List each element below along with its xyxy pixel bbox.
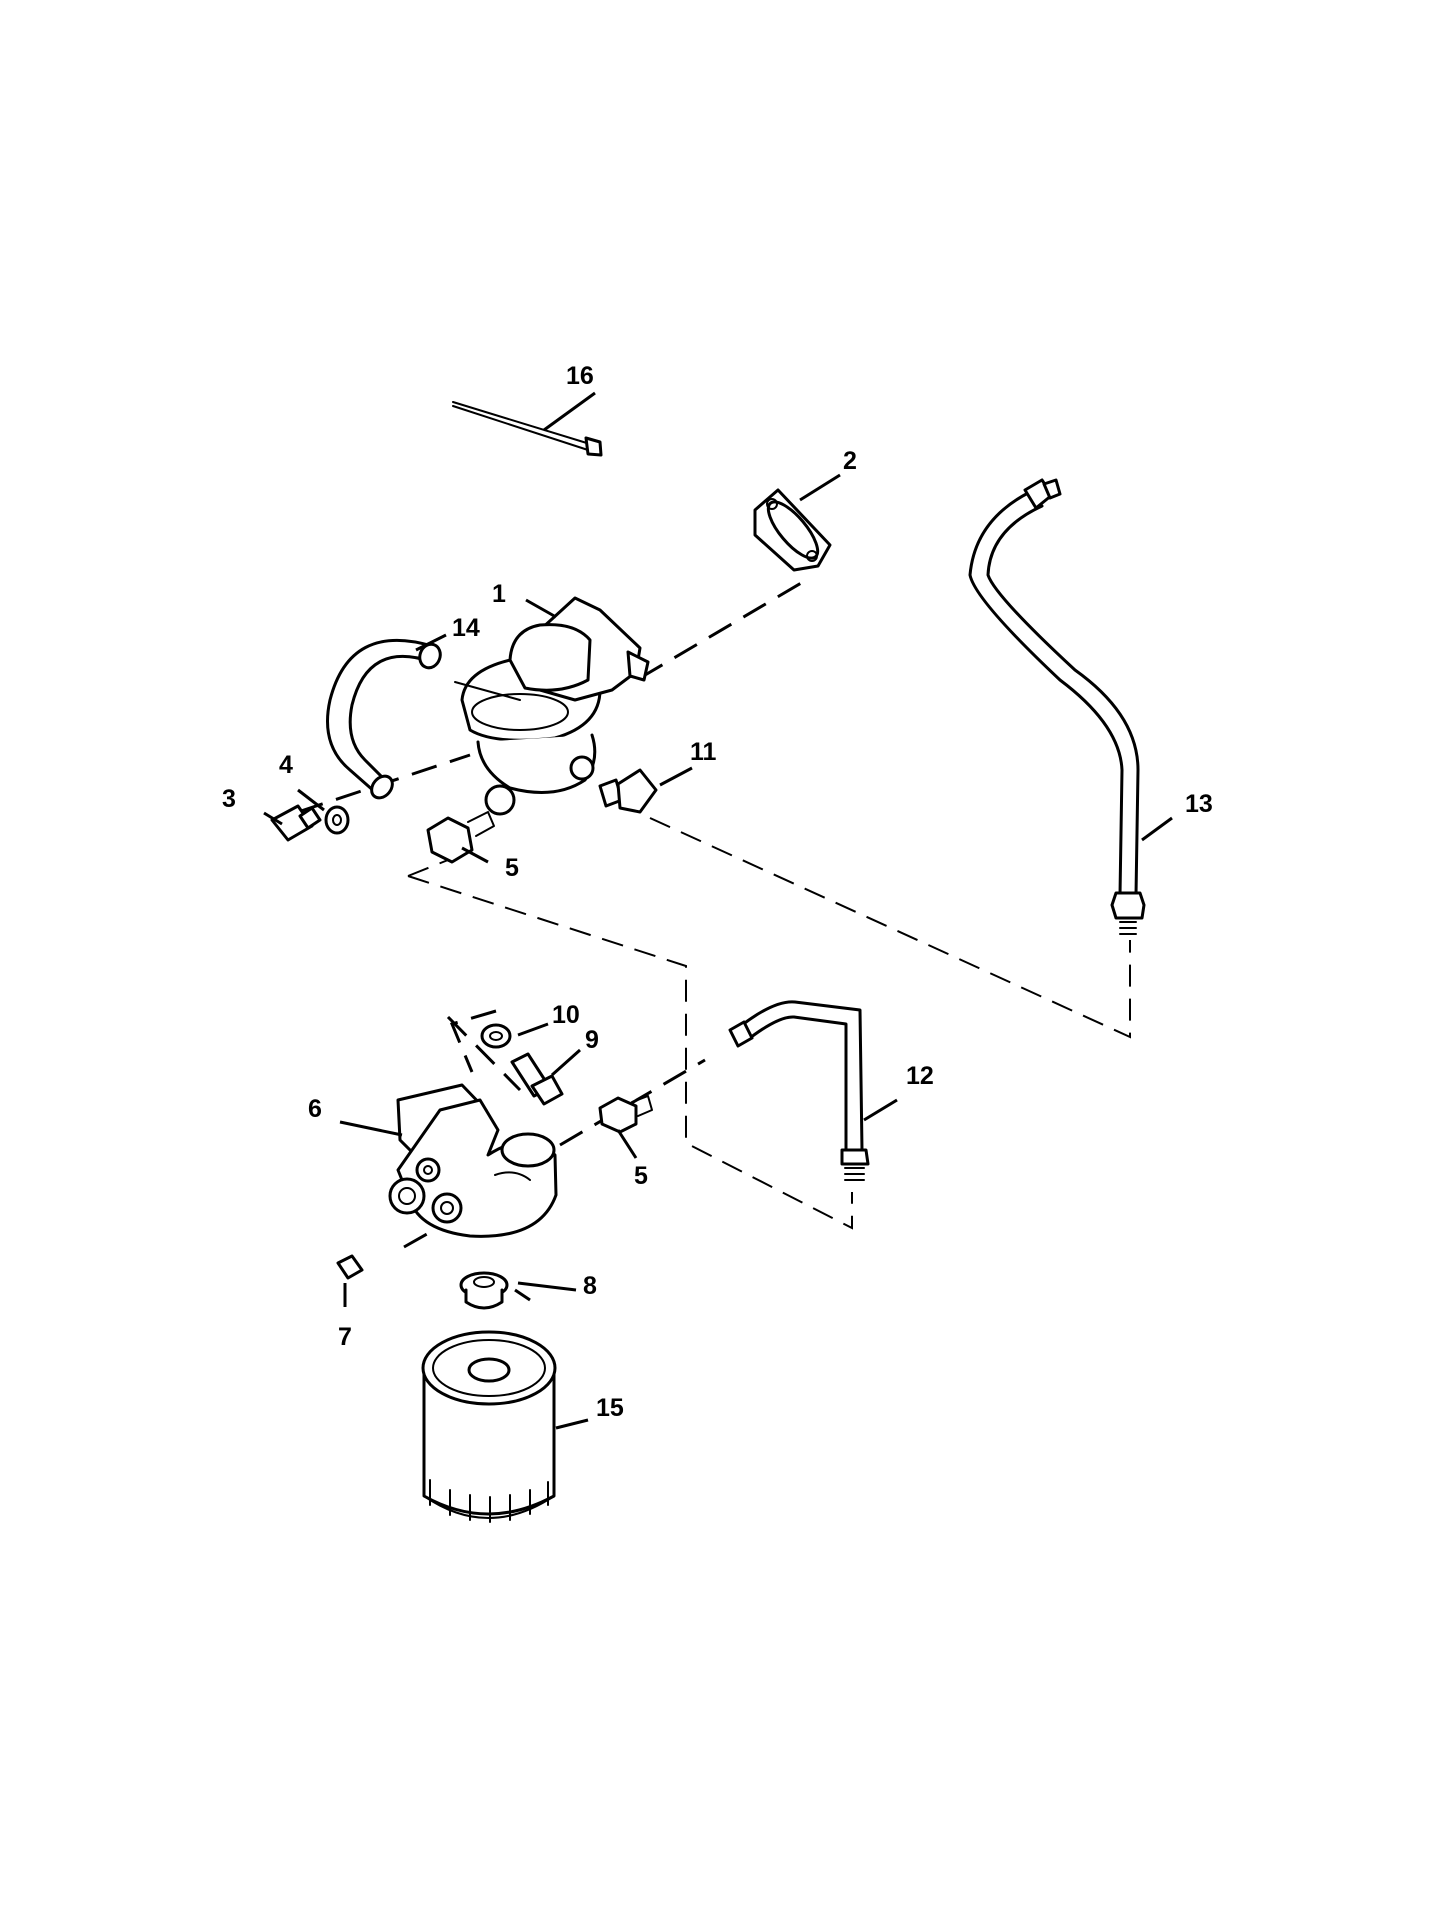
- fuel-line-short: [728, 1000, 870, 1181]
- label-part-7: 7: [338, 1323, 352, 1351]
- label-part-2: 2: [843, 447, 857, 475]
- drain-plug: [336, 1254, 364, 1280]
- filter-adapter: [459, 1271, 509, 1310]
- label-part-8: 8: [583, 1272, 597, 1300]
- part-labels: 16 2 1 14 4 3 11 5 13 10 9 6 12 5 8 7 15: [222, 362, 1213, 1422]
- fuel-pump: [454, 596, 650, 816]
- label-part-10: 10: [552, 1001, 580, 1029]
- fuel-pump-gasket: [753, 488, 832, 572]
- label-part-1: 1: [492, 580, 506, 608]
- fitting-upper: [426, 811, 495, 864]
- fitting-right: [598, 768, 658, 814]
- label-part-5-upper: 5: [505, 854, 519, 882]
- label-part-16: 16: [566, 362, 594, 390]
- fuel-filter-cartridge: [421, 1330, 557, 1523]
- fitting-lower: [598, 1095, 653, 1134]
- label-part-15: 15: [596, 1394, 624, 1422]
- label-part-14: 14: [452, 614, 480, 642]
- lock-washer: [324, 805, 350, 835]
- filter-bracket-bolt: [510, 1052, 564, 1106]
- label-part-9: 9: [585, 1026, 599, 1054]
- filter-base: [388, 1083, 558, 1238]
- label-part-11: 11: [690, 738, 717, 766]
- label-part-6: 6: [308, 1095, 322, 1123]
- label-part-5-lower: 5: [634, 1162, 648, 1190]
- sealing-washer: [480, 1023, 512, 1049]
- fuel-hose: [326, 638, 442, 800]
- label-part-12: 12: [906, 1062, 934, 1090]
- fuel-line-long: [968, 478, 1146, 935]
- label-part-13: 13: [1185, 790, 1213, 818]
- label-part-4: 4: [279, 751, 293, 779]
- bolt: [270, 804, 322, 842]
- label-part-3: 3: [222, 785, 236, 813]
- leader-lines: [263, 391, 1173, 1430]
- cable-tie: [452, 401, 603, 457]
